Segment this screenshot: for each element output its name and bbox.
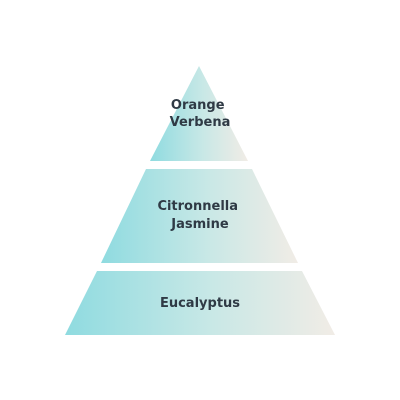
tier-top-label: Orange Verbena [170,98,231,130]
pyramid-tier-middle [101,169,298,263]
tier-middle-line-2: Jasmine [170,217,229,232]
tier-top-line-2: Verbena [170,115,231,130]
tier-middle-label: Citronnella Jasmine [157,199,242,232]
pyramid-tier-bottom [65,271,335,335]
pyramid-tier-top [150,66,248,161]
tier-middle-line-1: Citronnella [157,199,238,214]
tier-top-line-1: Orange [171,98,225,113]
tier-bottom-label: Eucalyptus [160,296,240,311]
tier-bottom-line-1: Eucalyptus [160,296,240,311]
